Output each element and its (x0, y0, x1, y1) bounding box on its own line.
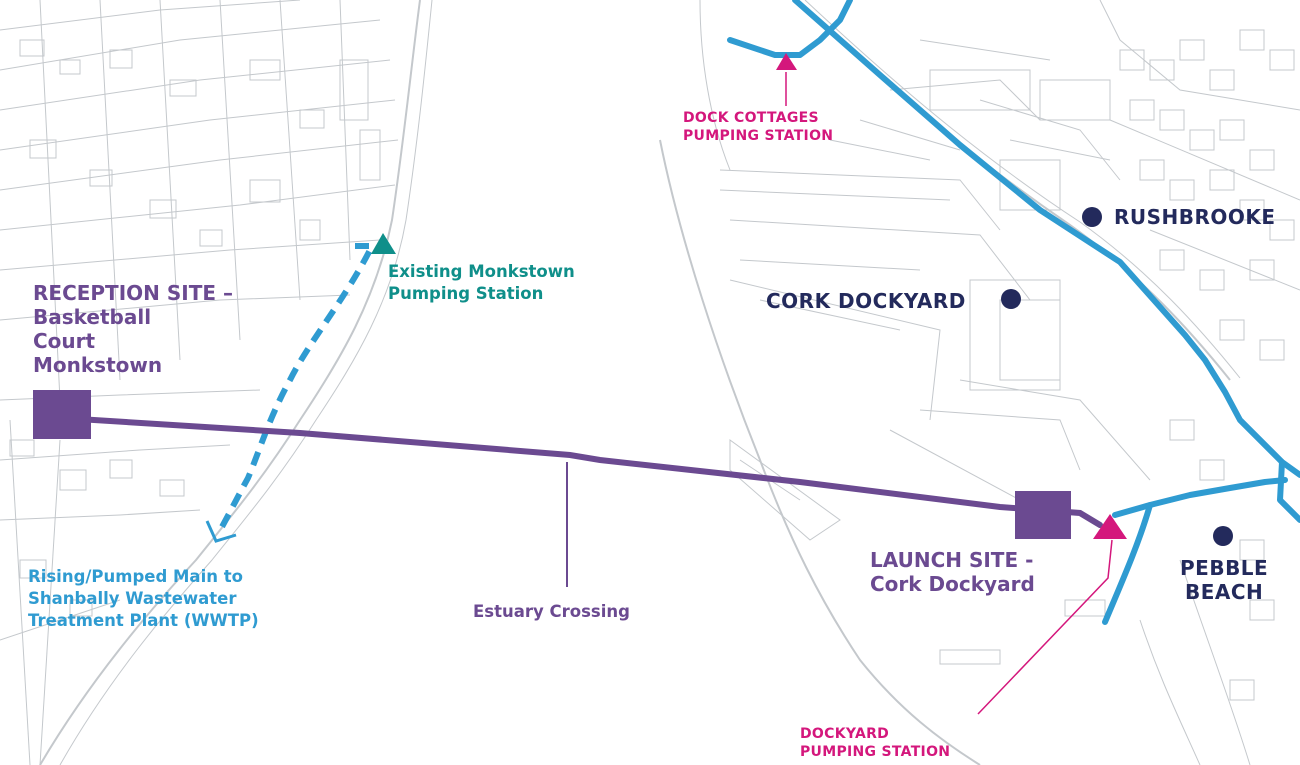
estuary-crossing-route (59, 415, 1103, 528)
dockyard-pumping-label: DOCKYARD PUMPING STATION (800, 725, 950, 761)
reception-site-line-2: Basketball (33, 305, 152, 329)
rising-main-line-2: Shanbally Wastewater (28, 589, 237, 608)
rising-main-line-1: Rising/Pumped Main to (28, 567, 243, 586)
pebble-beach-circle-marker[interactable] (1213, 526, 1233, 546)
pebble-beach-label: PEBBLE BEACH (1180, 556, 1268, 604)
estuary-crossing-label: Estuary Crossing (473, 602, 630, 621)
reception-site-line-4: Monkstown (33, 353, 163, 377)
dock-cottages-line-2: PUMPING STATION (683, 128, 834, 144)
launch-site-line-2: Cork Dockyard (870, 572, 1035, 596)
rushbrooke-label: RUSHBROOKE (1114, 205, 1276, 229)
rising-main-line-3: Treatment Plant (WWTP) (28, 611, 259, 630)
dock-cottages-line-1: DOCK COTTAGES (683, 110, 819, 126)
launch-site-line-1: LAUNCH SITE - (870, 548, 1034, 572)
rising-main-label: Rising/Pumped Main to Shanbally Wastewat… (28, 566, 259, 632)
launch-site-square-marker[interactable] (1015, 491, 1071, 539)
launch-site-label: LAUNCH SITE - Cork Dockyard (870, 548, 1035, 596)
cork-dockyard-circle-marker[interactable] (1001, 289, 1021, 309)
monkstown-pumping-triangle-marker[interactable] (371, 233, 396, 254)
dock-cottages-triangle-marker[interactable] (776, 53, 797, 70)
cork-dockyard-label: CORK DOCKYARD (766, 289, 966, 313)
rising-main-route (205, 243, 377, 543)
dock-cottages-label: DOCK COTTAGES PUMPING STATION (683, 109, 833, 145)
existing-sewer-network (727, 0, 1300, 625)
reception-site-square-marker[interactable] (33, 390, 91, 439)
dockyard-pumping-triangle-marker[interactable] (1093, 514, 1127, 539)
dockyard-pumping-line-2: PUMPING STATION (800, 744, 951, 760)
existing-monkstown-line-1: Existing Monkstown (388, 262, 575, 281)
rushbrooke-circle-marker[interactable] (1082, 207, 1102, 227)
existing-monkstown-label: Existing Monkstown Pumping Station (388, 261, 575, 305)
reception-site-line-3: Court (33, 329, 96, 353)
reception-site-line-1: RECEPTION SITE – (33, 281, 233, 305)
pebble-beach-line-1: PEBBLE (1180, 556, 1269, 580)
dockyard-pumping-leader-line (977, 539, 1113, 715)
dockyard-pumping-line-1: DOCKYARD (800, 726, 890, 742)
existing-monkstown-line-2: Pumping Station (388, 284, 544, 303)
pebble-beach-line-2: BEACH (1184, 580, 1264, 604)
reception-site-label: RECEPTION SITE – Basketball Court Monkst… (33, 281, 233, 377)
